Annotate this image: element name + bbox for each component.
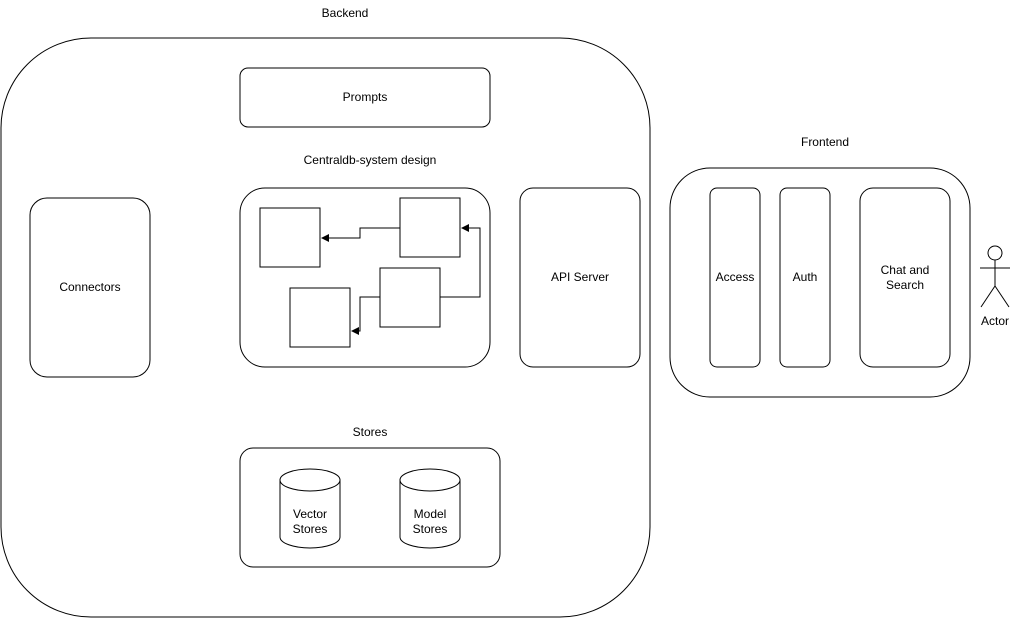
auth-box[interactable]: [779, 187, 831, 368]
design-block-3[interactable]: [379, 267, 441, 328]
design-connector-3: [351, 296, 380, 335]
api-server-label: API Server: [551, 270, 609, 284]
connectors-box[interactable]: [29, 197, 151, 378]
frontend-title: Frontend: [801, 135, 849, 149]
design-block-4[interactable]: [289, 287, 351, 348]
vector-stores-cylinder[interactable]: Vector Stores: [279, 468, 341, 549]
access-box[interactable]: [709, 187, 761, 368]
auth-label: Auth: [793, 270, 818, 284]
api-server-box[interactable]: [519, 187, 641, 368]
chat-search-box[interactable]: [859, 187, 951, 368]
stores-box[interactable]: [239, 447, 501, 568]
design-block-2[interactable]: [399, 197, 461, 258]
vector-stores-top: [279, 468, 341, 492]
chat-search-label-line1: Chat and: [881, 263, 930, 277]
connectors-label: Connectors: [59, 280, 120, 294]
design-connector-1: [321, 227, 400, 242]
design-connector-2: [440, 224, 481, 298]
prompts-box[interactable]: [239, 67, 491, 128]
model-stores-top: [399, 468, 461, 492]
system-design-title: Centraldb-system design: [304, 153, 437, 167]
backend-title: Backend: [322, 6, 369, 20]
model-stores-label-line2: Stores: [413, 522, 448, 536]
chat-search-label-line2: Search: [886, 278, 924, 292]
actor-label: Actor: [981, 314, 1009, 328]
model-stores-body: [399, 480, 461, 549]
vector-stores-label-line1: Vector: [293, 507, 327, 521]
design-block-1[interactable]: [259, 207, 321, 268]
vector-stores-body: [279, 480, 341, 549]
model-stores-label-line1: Model: [414, 507, 447, 521]
vector-stores-label-line2: Stores: [293, 522, 328, 536]
actor-icon[interactable]: [980, 245, 1010, 308]
model-stores-cylinder[interactable]: Model Stores: [399, 468, 461, 549]
access-label: Access: [716, 270, 755, 284]
stores-title: Stores: [353, 425, 388, 439]
prompts-label: Prompts: [343, 90, 388, 104]
